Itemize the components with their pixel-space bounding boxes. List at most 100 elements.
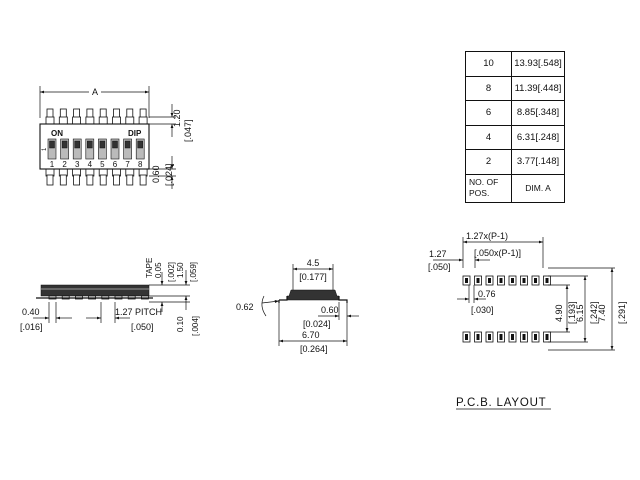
dim-002: [.002]: [167, 262, 176, 282]
switch-window: [72, 138, 82, 160]
dim-1-50: 1.50: [176, 262, 185, 278]
pin-top-shoulder: [45, 116, 55, 125]
switch-number: 5: [100, 160, 105, 169]
switch-window: [135, 138, 145, 160]
label-tape: TAPE: [145, 258, 154, 278]
side-view: TAPE 0.05 [.002] 1.50 [.059] 0.10 [.004]…: [20, 258, 200, 336]
dim-059: [.059]: [189, 262, 198, 282]
dim-047: [.047]: [183, 119, 193, 142]
pin-bottom: [126, 174, 134, 186]
pin-top-shoulder: [125, 116, 135, 125]
switch-window: [98, 138, 107, 160]
pin-bottom: [99, 174, 107, 186]
pcb-pad-bottom-core: [476, 334, 480, 340]
dim-pitch: 1.27 PITCH: [115, 307, 162, 317]
switch-window: [123, 138, 132, 160]
pcb-pad-bottom-core: [522, 334, 526, 340]
dim-030: [.030]: [471, 305, 494, 315]
cell-dim-a: 8.85[.348]: [511, 100, 565, 126]
cell-dim-a: 6.31[.248]: [511, 124, 565, 150]
dim-0-05: 0.05: [154, 262, 163, 278]
pcb-title: P.C.B. LAYOUT: [456, 397, 547, 409]
dim-193: [.193]: [567, 301, 577, 324]
pcb-pad-top-core: [476, 278, 480, 283]
dim-1-27-pcb: 1.27: [429, 249, 447, 259]
header-dim-a: DIM. A: [511, 173, 565, 203]
cell-positions: 8: [465, 75, 512, 101]
switch-window: [85, 138, 95, 160]
dim-024-top: [.024]: [164, 163, 174, 186]
pcb-pad-top-core: [499, 278, 503, 283]
pcb-pad-top-core: [465, 278, 468, 283]
pin-bottom: [59, 174, 67, 186]
switch-window: [47, 138, 57, 160]
dim-177: [0.177]: [299, 272, 327, 282]
label-dip: DIP: [128, 129, 142, 138]
pin-bottom: [46, 174, 54, 186]
pcb-pad-top-core: [522, 278, 526, 283]
pcb-pad-bottom-core: [465, 334, 468, 340]
switch-number: 1: [50, 160, 55, 169]
switch-actuator: [124, 140, 131, 149]
switch-number: 6: [113, 160, 118, 169]
dim-016: [.016]: [20, 322, 43, 332]
dim-0-60-top: 0.60: [151, 165, 161, 183]
dim-a-label: A: [92, 87, 98, 97]
dim-0-40: 0.40: [22, 307, 40, 317]
dim-0-60-end: 0.60: [321, 305, 339, 315]
label-one: 1: [42, 147, 48, 151]
switch-window: [110, 138, 120, 160]
pcb-pad-bottom-core: [499, 334, 503, 340]
switch-actuator: [137, 140, 143, 149]
pin-bottom: [86, 174, 94, 186]
pin-bottom: [73, 174, 80, 186]
pin-bottom: [139, 174, 147, 186]
pcb-pad-bottom-core: [511, 334, 514, 340]
pin-top-shoulder: [85, 116, 95, 125]
pcb-pad-bottom-core: [534, 334, 537, 340]
switch-number: 4: [88, 160, 93, 169]
pin-bottom: [113, 174, 120, 186]
switch-number: 7: [125, 160, 130, 169]
dim-pitch-p-in: [.050x(P-1)]: [474, 248, 521, 258]
dim-0-10: 0.10: [176, 316, 185, 332]
pin-top-shoulder: [72, 116, 81, 125]
cell-positions: 10: [465, 51, 512, 77]
dim-4-5: 4.5: [307, 258, 320, 268]
dim-6-70: 6.70: [302, 330, 320, 340]
switch-actuator: [87, 140, 93, 149]
dim-004: [.004]: [191, 316, 200, 336]
end-body: [286, 289, 340, 301]
dim-050-pcb: [.050]: [428, 262, 451, 272]
cell-positions: 6: [465, 100, 512, 126]
switch-actuator: [49, 140, 55, 149]
dim-1-20: 1.20: [172, 109, 182, 127]
dim-024-end: [0.024]: [303, 319, 331, 329]
dim-6-15: 6.15: [575, 304, 585, 322]
cell-dim-a: 3.77[.148]: [511, 149, 565, 175]
pcb-pad-bottom-core: [545, 334, 549, 340]
dim-0-76: 0.76: [478, 289, 496, 299]
dim-4-90: 4.90: [554, 304, 564, 322]
end-view: 4.5 [0.177] 0.62 0.60 [0.024] 6.70 [0.26…: [236, 258, 359, 354]
dim-242: [.242]: [589, 301, 599, 324]
switch-windows: [47, 138, 145, 160]
switch-actuator: [99, 140, 106, 149]
pin-top-shoulder: [112, 116, 121, 125]
dim-264: [0.264]: [300, 344, 328, 354]
switch-number: 8: [138, 160, 143, 169]
switch-actuator: [74, 140, 80, 149]
side-body: [40, 284, 150, 297]
label-on: ON: [51, 129, 63, 138]
dim-angle: 0.62: [236, 302, 254, 312]
